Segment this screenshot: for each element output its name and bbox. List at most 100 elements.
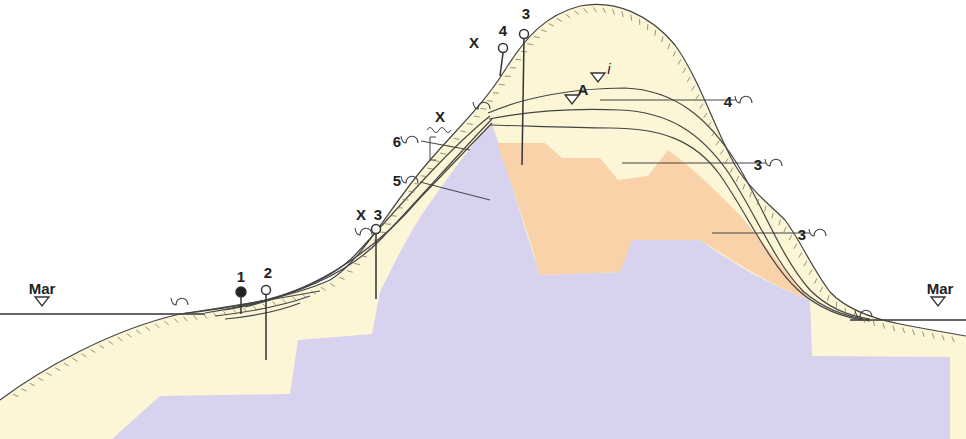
hatch-stroke (480, 108, 486, 110)
callout-label: 6 (393, 134, 401, 149)
leader-line (622, 163, 766, 164)
hatch-stroke (612, 9, 614, 14)
hatch-stroke (213, 313, 217, 318)
sea-line (0, 313, 205, 314)
borehole-head (520, 30, 529, 39)
hatch-stroke (253, 306, 257, 310)
boreholes (236, 30, 529, 361)
bracket (430, 137, 436, 160)
hatch-stroke (165, 321, 169, 325)
hatch-stroke (942, 335, 944, 340)
hatch-stroke (155, 324, 159, 328)
callout-label: 3 (374, 207, 382, 222)
hatch-stroke (64, 363, 69, 366)
leader-line (420, 182, 490, 200)
surface-hatching (13, 7, 954, 396)
callout-label: 4 (724, 94, 732, 109)
hatch-stroke (789, 235, 792, 240)
hatch-stroke (736, 176, 738, 181)
layer-line (490, 125, 870, 321)
older-deposit (497, 143, 810, 300)
layer-line (488, 88, 870, 319)
hatch-stroke (493, 92, 499, 94)
hatch-stroke (108, 341, 113, 344)
hatch-stroke (354, 263, 360, 264)
hatch-stroke (765, 206, 766, 212)
hatch-stroke (799, 252, 802, 257)
hatch-stroke (903, 328, 905, 333)
hatch-stroke (809, 270, 812, 275)
hatch-stroke (549, 24, 554, 26)
hatch-stroke (836, 302, 838, 308)
lens-line (225, 303, 300, 319)
hatch-stroke (282, 299, 286, 303)
hatch-stroke (557, 18, 562, 21)
hatch-stroke (622, 11, 623, 17)
facies-symbol (171, 298, 188, 305)
hatch-stroke (184, 317, 188, 322)
hatch-stroke (47, 373, 52, 376)
callout-label: 3 (522, 6, 530, 21)
hatch-stroke (499, 84, 505, 85)
hatch-stroke (467, 124, 473, 125)
hatch-stroke (146, 327, 150, 331)
hatch-stroke (708, 122, 711, 127)
facies-symbol (765, 159, 782, 166)
hatch-stroke (203, 314, 207, 319)
hatch-stroke (427, 168, 433, 170)
hatch-stroke (73, 358, 78, 361)
hatch-stroke (804, 261, 807, 266)
boundary-lines (0, 4, 966, 400)
leaders (420, 100, 810, 233)
hatch-stroke (460, 131, 466, 132)
facies-symbol (855, 310, 872, 317)
hatch-stroke (81, 354, 86, 357)
hatch-stroke (367, 247, 373, 249)
hatch-stroke (21, 389, 26, 391)
callout-label: 3 (754, 157, 762, 172)
hatch-stroke (55, 368, 60, 371)
hatch-stroke (321, 287, 326, 291)
sediment-layer (0, 4, 966, 439)
hatch-stroke (743, 184, 745, 189)
hatch-stroke (127, 334, 132, 338)
facies-symbol (735, 96, 752, 103)
hatch-stroke (854, 313, 856, 319)
hatch-stroke (883, 323, 885, 329)
callout-label: A (578, 82, 589, 97)
leader-line (421, 141, 470, 150)
hatch-stroke (409, 191, 415, 193)
leader-line (600, 100, 736, 101)
hatch-stroke (845, 308, 846, 314)
hatch-stroke (487, 100, 493, 102)
hatch-stroke (434, 160, 440, 161)
basement-rock (112, 124, 950, 439)
hatch-stroke (893, 326, 895, 332)
hatch-stroke (716, 140, 719, 145)
hatch-stroke (361, 255, 367, 257)
hatch-stroke (873, 320, 874, 326)
hatch-stroke (683, 68, 686, 73)
hatch-stroke (784, 227, 786, 232)
hatch-stroke (692, 86, 695, 91)
borehole-head (499, 44, 508, 53)
level-triangle (591, 73, 605, 82)
callout-label: 5 (393, 173, 401, 188)
hatch-stroke (136, 330, 141, 334)
basement-fill (112, 124, 950, 439)
hatch-stroke (454, 138, 460, 139)
hatch-stroke (584, 8, 588, 12)
borehole-line (265, 295, 267, 360)
hatch-stroke (223, 311, 227, 315)
layer-line (489, 109, 870, 320)
hatch-stroke (687, 77, 690, 82)
layer-line (245, 123, 492, 307)
hatch-stroke (403, 199, 409, 201)
hatch-stroke (347, 271, 353, 273)
hatch-stroke (38, 378, 43, 381)
hatch-stroke (415, 183, 421, 185)
hatch-stroke (654, 30, 656, 36)
hatch-stroke (814, 278, 817, 283)
callout-label: X (435, 109, 445, 124)
